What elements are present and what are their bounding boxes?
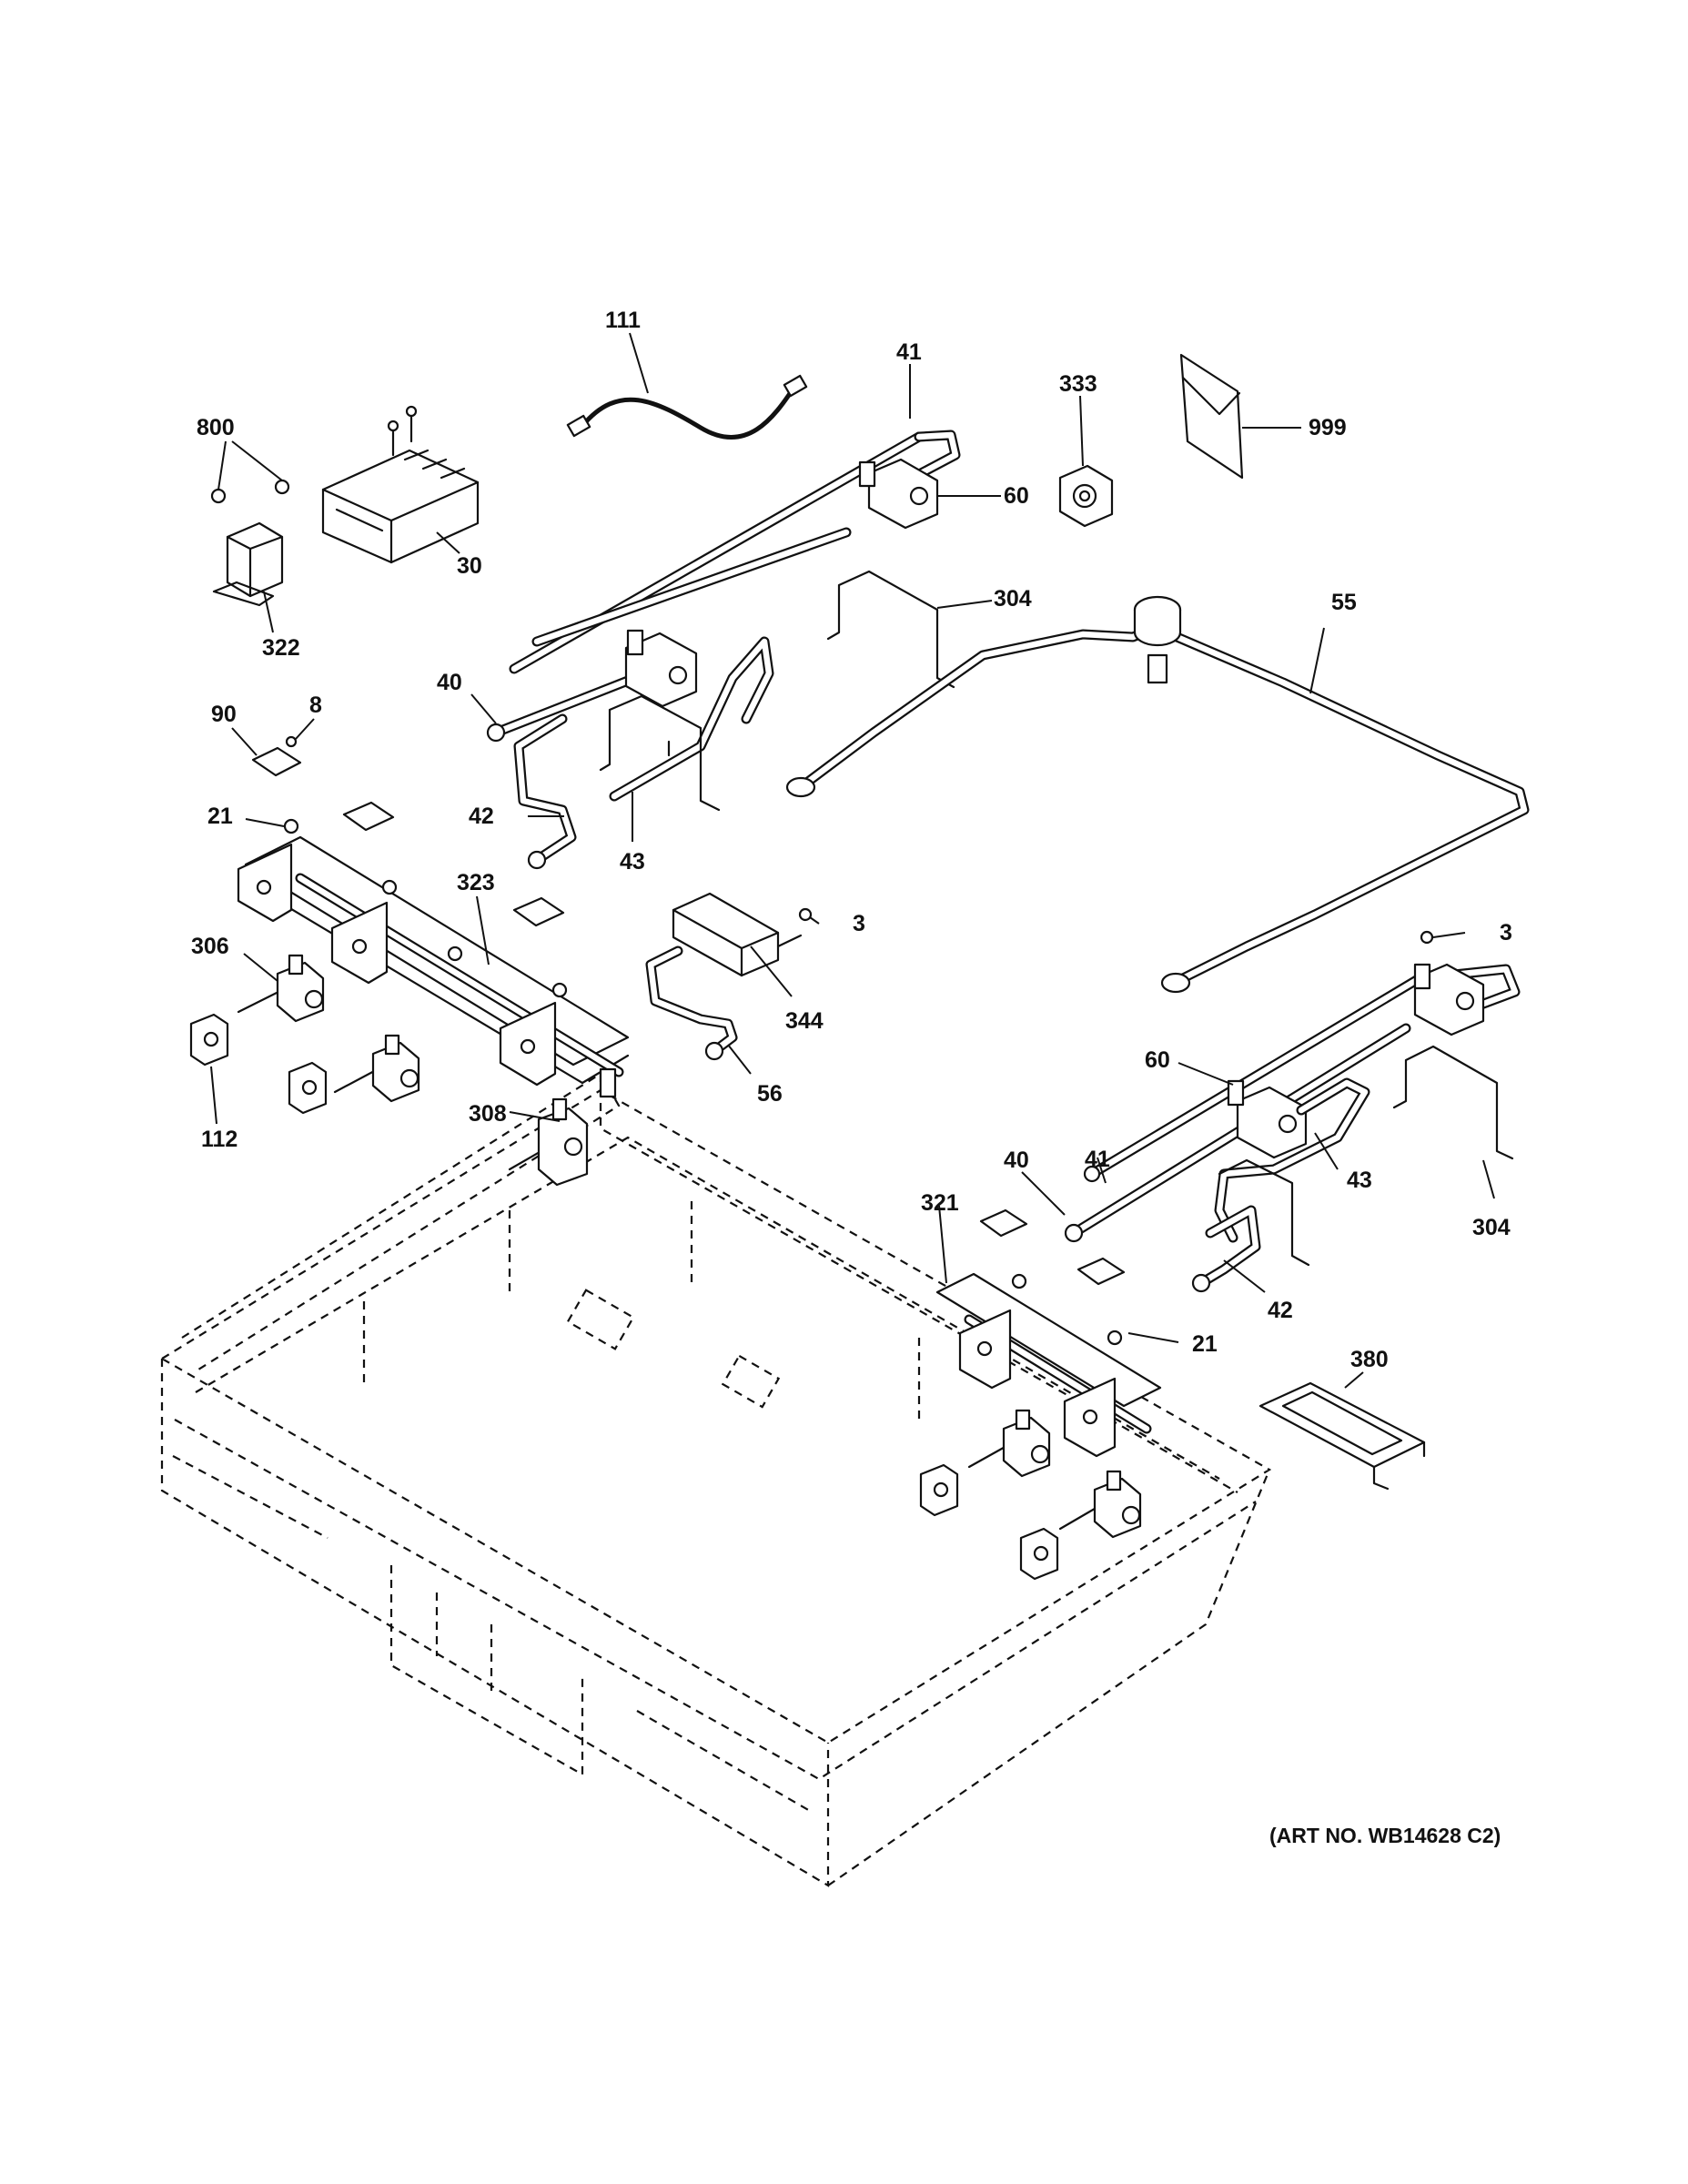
screws-800 xyxy=(210,479,290,504)
valve-306 xyxy=(237,954,325,1023)
callout-55: 55 xyxy=(1331,590,1357,615)
art-number: (ART NO. WB14628 C2) xyxy=(1269,1824,1501,1847)
callout-306: 306 xyxy=(191,934,229,959)
callout-304-bottom: 304 xyxy=(1472,1215,1511,1240)
callout-42-right: 42 xyxy=(1268,1298,1293,1323)
callout-41-bottom: 41 xyxy=(1085,1147,1110,1172)
callout-60-bottom: 60 xyxy=(1145,1047,1170,1073)
burner-box-chassis xyxy=(159,1072,1272,1887)
callout-42-left: 42 xyxy=(469,804,494,829)
inline-filter-344 xyxy=(645,892,813,1061)
leader-lines xyxy=(210,332,1495,1389)
callout-308: 308 xyxy=(469,1101,507,1127)
transformer xyxy=(212,521,284,607)
main-gas-tube xyxy=(785,595,1530,994)
callout-30: 30 xyxy=(457,553,482,579)
callout-56: 56 xyxy=(757,1081,783,1107)
literature-999 xyxy=(1179,353,1244,480)
callout-380: 380 xyxy=(1350,1347,1389,1372)
callout-344: 344 xyxy=(785,1008,824,1034)
callout-999: 999 xyxy=(1309,415,1347,440)
spark-module xyxy=(321,405,480,564)
valves-right xyxy=(919,1409,1142,1581)
callout-304-top: 304 xyxy=(994,586,1032,612)
pressure-regulator xyxy=(1058,464,1114,528)
callout-43-right: 43 xyxy=(1347,1168,1372,1193)
ignition-switch-112 xyxy=(189,1013,229,1067)
wire-harness xyxy=(566,374,808,440)
callout-112: 112 xyxy=(201,1127,238,1152)
callout-800: 800 xyxy=(197,415,235,440)
manifold-right xyxy=(935,1272,1162,1458)
tubing-left-assembly xyxy=(486,430,961,870)
callout-40-right: 40 xyxy=(1004,1148,1029,1173)
small-brackets xyxy=(283,801,568,998)
callout-321: 321 xyxy=(921,1190,959,1216)
tubing-right-assembly xyxy=(979,930,1521,1293)
callout-21-left: 21 xyxy=(207,804,233,829)
plate-380 xyxy=(1258,1381,1426,1491)
callout-43-left: 43 xyxy=(620,849,645,875)
callout-60-top: 60 xyxy=(1004,483,1029,509)
callout-labels: 111 41 333 999 800 30 60 322 304 55 40 9… xyxy=(191,308,1512,1372)
callout-21-right: 21 xyxy=(1192,1331,1218,1357)
bracket-90 xyxy=(251,735,302,777)
callout-40-left: 40 xyxy=(437,670,462,695)
callout-323: 323 xyxy=(457,870,495,895)
valve-308 xyxy=(508,1097,589,1187)
callout-8: 8 xyxy=(309,693,322,718)
manifold-left xyxy=(237,835,630,1098)
ignition-switch-2 xyxy=(288,1061,328,1115)
callout-111: 111 xyxy=(605,308,641,333)
callout-322: 322 xyxy=(262,635,300,661)
callout-90: 90 xyxy=(211,702,237,727)
callout-41-top: 41 xyxy=(896,339,922,365)
valve-middle-left xyxy=(333,1034,420,1103)
callout-3-right: 3 xyxy=(1500,920,1512,945)
callout-3-center: 3 xyxy=(853,911,865,936)
callout-333: 333 xyxy=(1059,371,1097,397)
